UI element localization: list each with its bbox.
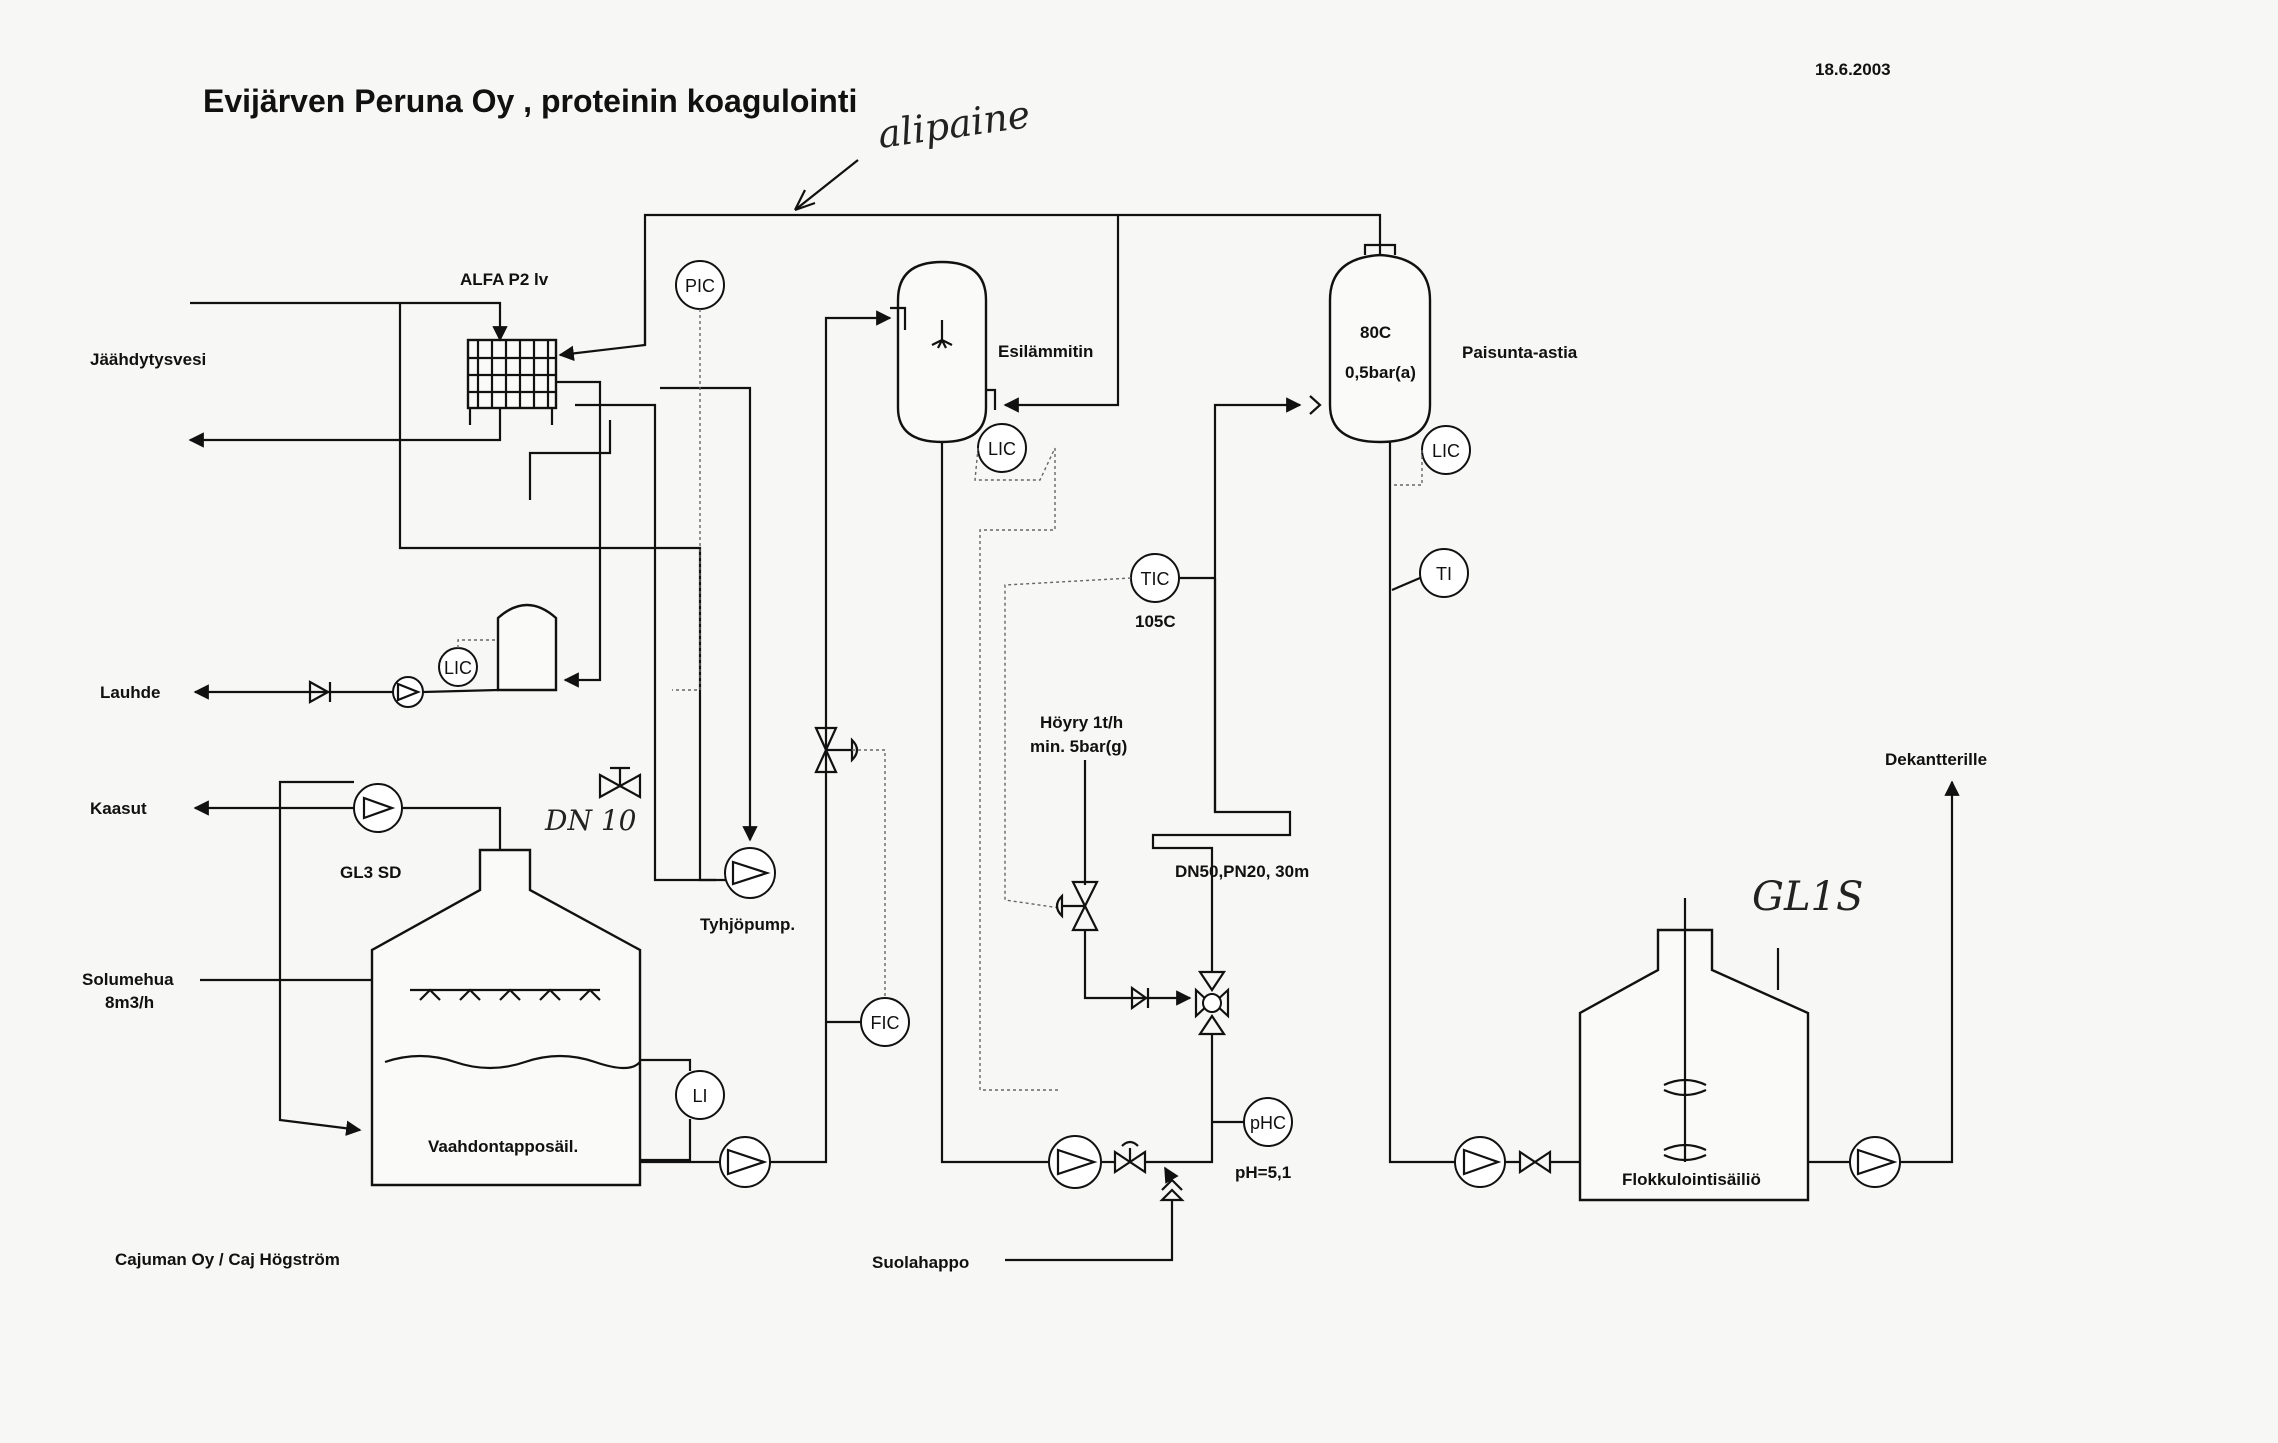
date-label: 18.6.2003 [1815, 60, 1891, 79]
vacuum-pump [724, 847, 776, 899]
hx-process-lines [398, 303, 758, 882]
suolahappo-label: Suolahappo [872, 1253, 969, 1272]
li-instrument [675, 1070, 725, 1120]
feed-riser-line [770, 310, 892, 1164]
flow-control-valve [814, 726, 859, 774]
handwritten-arrow [794, 159, 859, 212]
hoyry-pressure-label: min. 5bar(g) [1030, 737, 1127, 756]
fic-label: FIC [871, 1013, 900, 1033]
ti-label: TI [1436, 564, 1452, 584]
dekantteri-line [1900, 780, 1960, 1164]
feed-pump-1 [719, 1136, 771, 1188]
lic-expansion-signal [1390, 450, 1423, 486]
pipe-spec-label: DN50,PN20, 30m [1175, 862, 1309, 881]
solumehua-flow-label: 8m3/h [105, 993, 154, 1012]
handwritten-gl1s: GL1S [1752, 874, 1863, 920]
alfa-label: ALFA P2 lv [460, 270, 549, 289]
tic-signal [1004, 577, 1132, 909]
diagram-title: Evijärven Peruna Oy , proteinin koaguloi… [203, 83, 857, 119]
condensate-pump [392, 676, 424, 708]
cooling-water-lines [188, 301, 508, 448]
temp-label: 80C [1360, 323, 1391, 342]
lic-condensate-signal [457, 639, 498, 648]
feed-pump-3 [1454, 1136, 1506, 1188]
steam-injector-valve [1194, 970, 1230, 1036]
dn10-valve [598, 766, 642, 799]
flokkulointi-tank [1578, 898, 1810, 1202]
jaahdytysvesi-label: Jäähdytysvesi [90, 350, 206, 369]
vacuum-header-line [558, 213, 1382, 413]
gas-pump [353, 783, 403, 833]
plate-heat-exchanger [466, 338, 558, 425]
kaasut-label: Kaasut [90, 799, 147, 818]
steam-control-valve [1055, 760, 1192, 1011]
li-label: LI [692, 1086, 707, 1106]
ph-setpoint-label: pH=5,1 [1235, 1163, 1291, 1182]
pressure-label: 0,5bar(a) [1345, 363, 1416, 382]
pic-label: PIC [685, 276, 715, 296]
gas-recycle-line [278, 780, 362, 1136]
fic-signal [852, 749, 886, 1000]
ti-instrument [1419, 548, 1469, 598]
preheater-outlet-line [940, 442, 1048, 1164]
credit-label: Cajuman Oy / Caj Högström [115, 1250, 340, 1269]
lic-preheater-label: LIC [988, 439, 1016, 459]
handwritten-dn10: DN 10 [544, 804, 636, 837]
tic-setpoint-label: 105C [1135, 612, 1176, 631]
dekantterille-label: Dekantterille [1885, 750, 1987, 769]
lauhde-label: Lauhde [100, 683, 160, 702]
lic-condensate-label: LIC [444, 658, 472, 678]
lic-expansion-label: LIC [1432, 441, 1460, 461]
feed-pump-2 [1048, 1135, 1102, 1189]
check-valve-3 [1505, 1149, 1580, 1175]
solumehua-label: Solumehua [82, 970, 174, 989]
flokkulointi-label: Flokkulointisäiliö [1622, 1170, 1761, 1189]
hoyry-label: Höyry 1t/h [1040, 713, 1123, 732]
tyhjopump-label: Tyhjöpump. [700, 915, 795, 934]
expansion-outlet-line [1388, 442, 1455, 1164]
handwritten-alipaine: alipaine [875, 92, 1033, 157]
esilammitin-label: Esilämmitin [998, 342, 1093, 361]
condensate-receiver [496, 603, 558, 692]
paisunta-vessel [1309, 243, 1432, 444]
condensate-line [422, 688, 499, 694]
phc-label: pHC [1250, 1113, 1286, 1133]
vaahdontappo-label: Vaahdontapposäil. [428, 1137, 578, 1156]
acid-dosing-valve [1101, 1034, 1214, 1175]
feed-pump-4 [1849, 1136, 1901, 1188]
acid-check-valve [1005, 1166, 1185, 1262]
reactor-pipe [1151, 397, 1302, 972]
esilammitin-vessel [890, 260, 997, 444]
tic-label: TIC [1141, 569, 1170, 589]
li-connections [640, 1058, 692, 1162]
paisunta-label: Paisunta-astia [1462, 343, 1578, 362]
gl3sd-label: GL3 SD [340, 863, 401, 882]
lic-preheater-signal [974, 447, 1060, 1091]
pic-signal [672, 309, 701, 691]
vaahdontappo-tank [370, 848, 642, 1187]
gas-line-from-tank [402, 806, 502, 850]
ti-connection [1391, 576, 1421, 592]
